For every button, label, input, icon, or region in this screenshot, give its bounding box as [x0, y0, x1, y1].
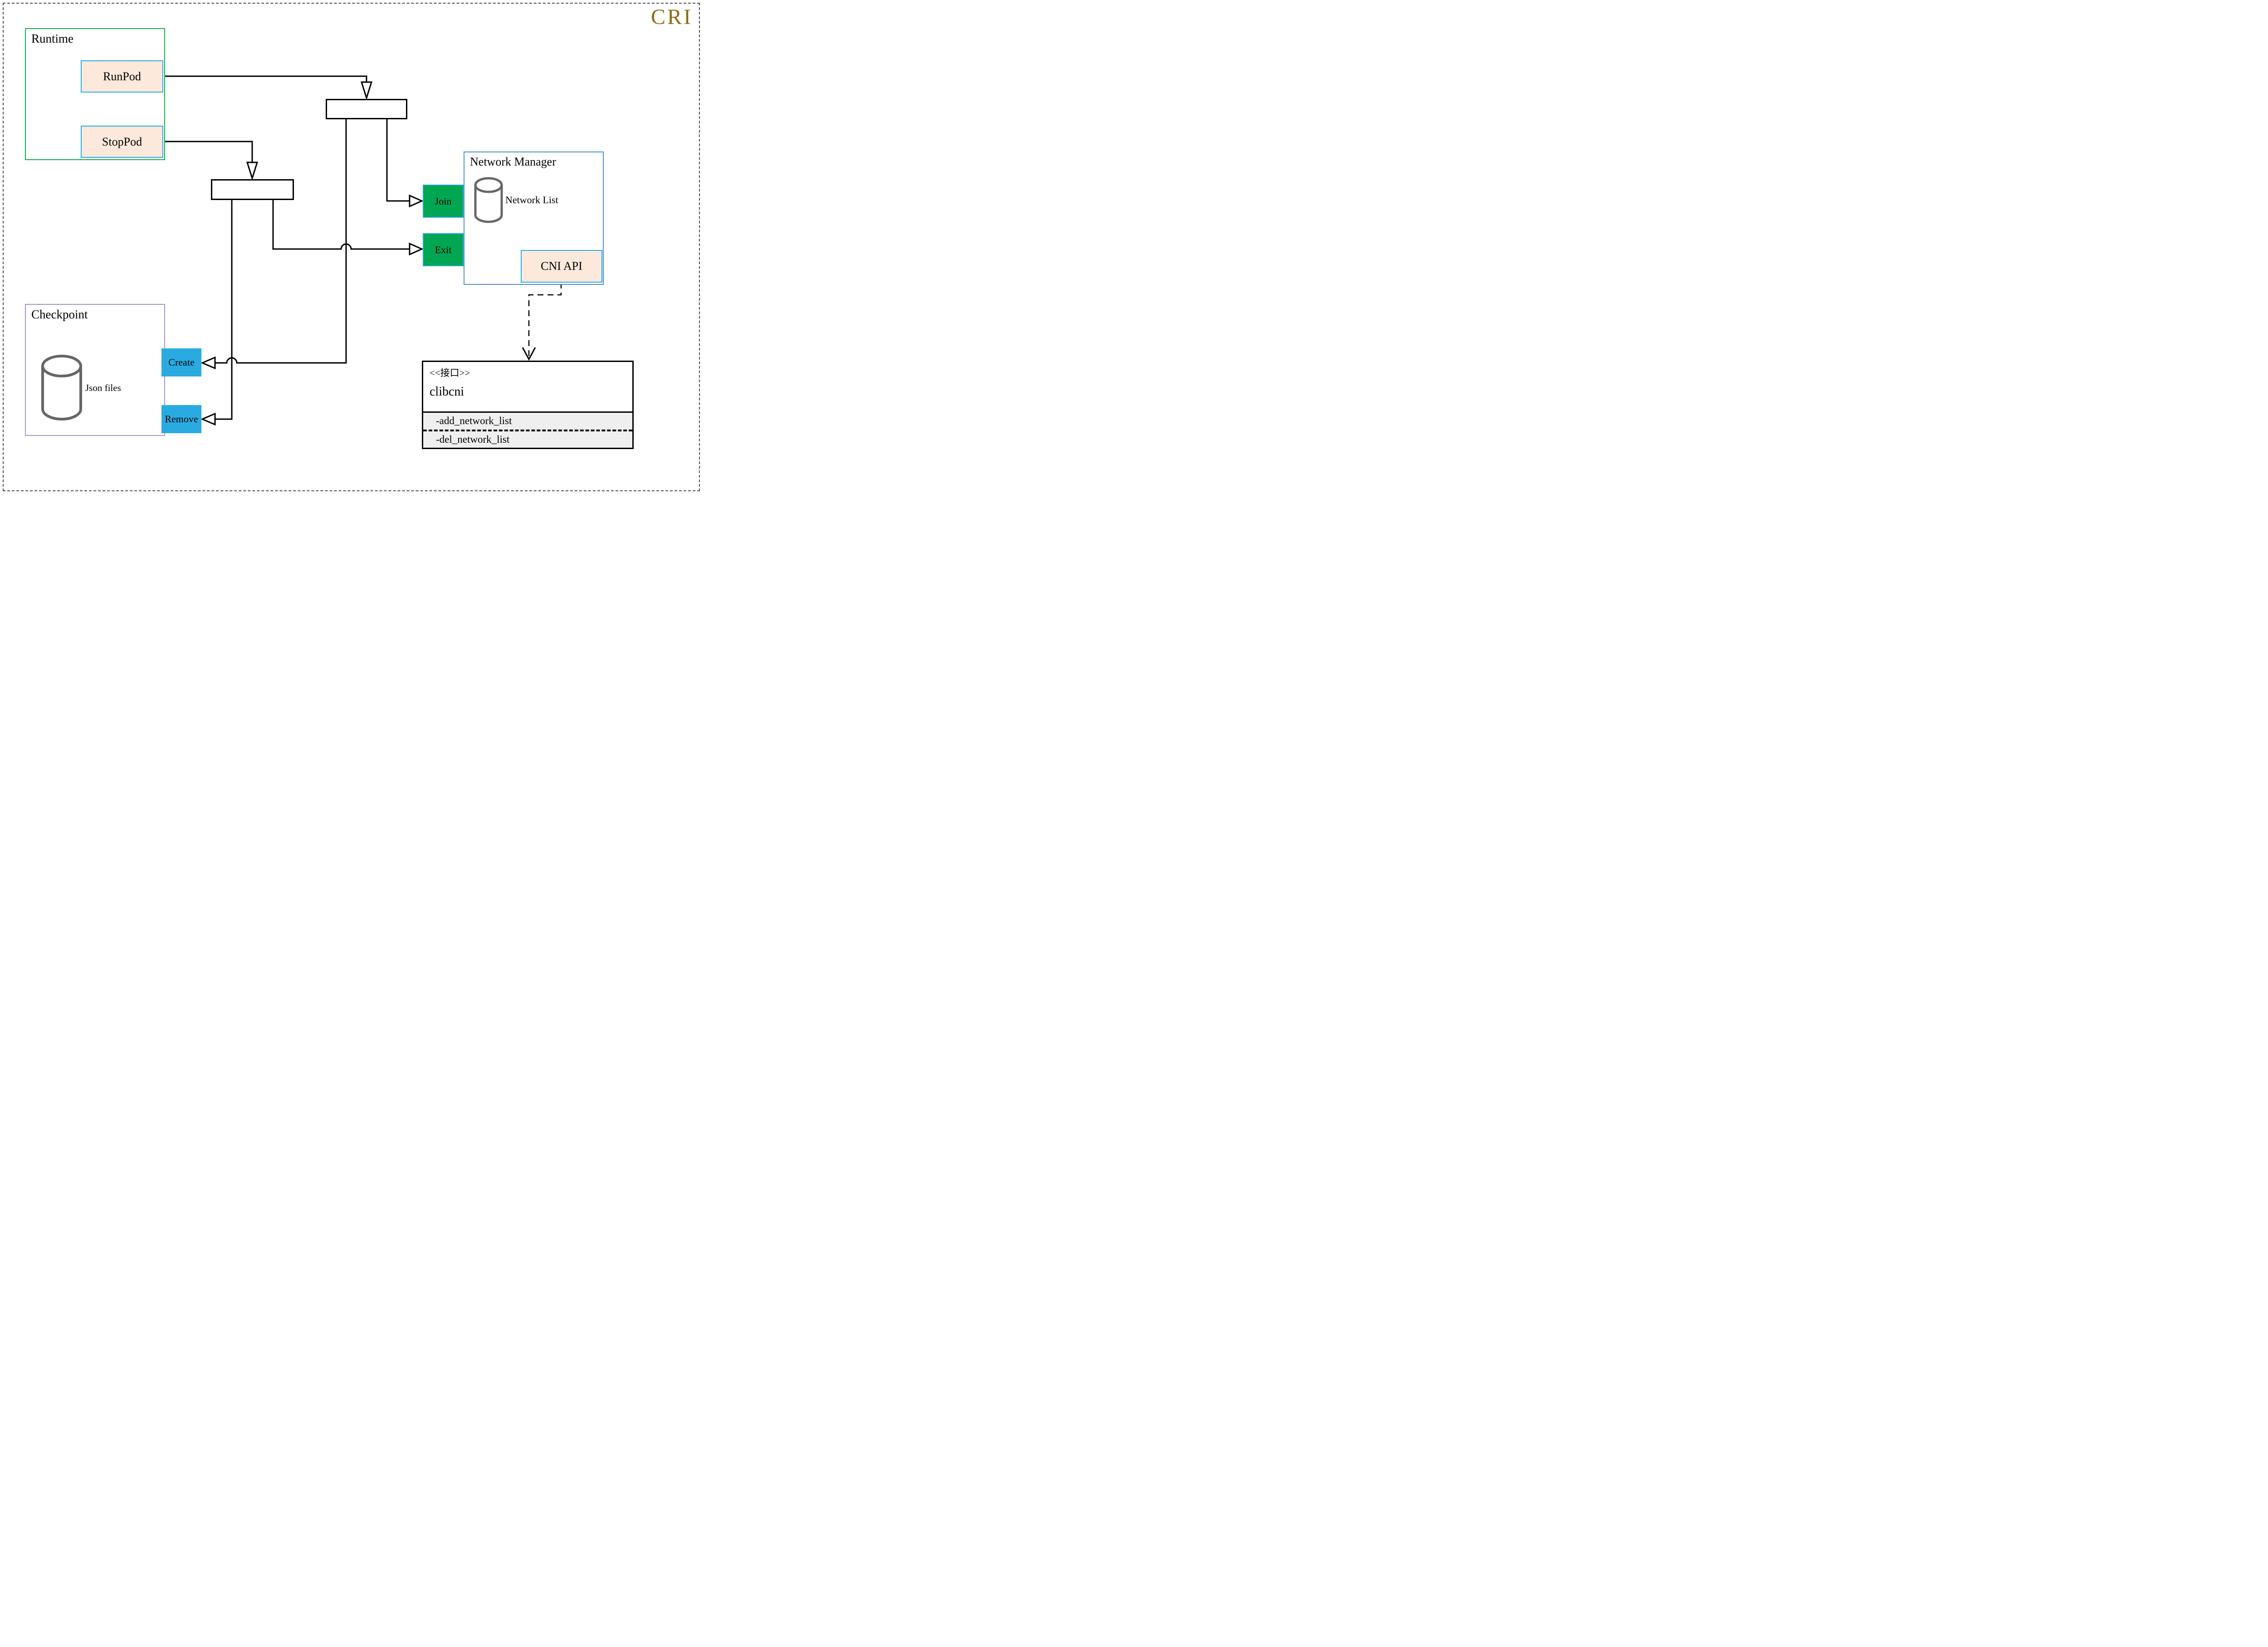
network-list-label: Network List [505, 194, 558, 205]
json-files-label: Json files [85, 382, 121, 393]
arrowhead-into-exit [409, 242, 424, 256]
connector-fork2-remove [215, 200, 233, 420]
connector-runpod-fork1 [163, 75, 367, 83]
dependency-arrowhead [522, 347, 536, 361]
database-icon [474, 177, 503, 223]
cri-label: CRI [650, 5, 693, 29]
cni-api-node: CNI API [521, 250, 602, 283]
stoppod-node: StopPod [81, 126, 163, 158]
runtime-title: Runtime [31, 32, 73, 45]
checkpoint-title: Checkpoint [31, 308, 88, 321]
remove-label: Remove [165, 413, 198, 425]
interface-method: -del_network_list [436, 433, 510, 445]
interface-method: -add_network_list [423, 413, 632, 431]
stoppod-label: StopPod [102, 135, 142, 148]
connector-fork1-create [215, 119, 347, 364]
remove-node: Remove [161, 405, 201, 433]
arrowhead-into-create [200, 356, 216, 370]
connector-stoppod-fork2 [163, 141, 253, 163]
interface-methods-section: -add_network_list -del_network_list [423, 411, 632, 448]
connector-fork2-exit [272, 200, 410, 250]
arrowhead-into-join [409, 194, 424, 208]
cni-api-label: CNI API [541, 259, 582, 273]
runpod-node: RunPod [81, 60, 163, 93]
join-label: Join [435, 195, 452, 207]
runpod-label: RunPod [103, 69, 141, 83]
clibcni-interface-box: <<接口>> clibcni -add_network_list -del_ne… [422, 361, 634, 449]
database-icon [41, 355, 82, 420]
connector-cni-clibcni [528, 283, 562, 357]
interface-name: clibcni [430, 385, 464, 399]
create-label: Create [168, 357, 195, 368]
exit-node: Exit [423, 233, 464, 266]
arrowhead-into-remove [200, 412, 216, 426]
interface-stereotype: <<接口>> [430, 367, 470, 378]
diagram-canvas: CRI Runtime [0, 0, 703, 494]
fork-bar-1 [326, 99, 407, 119]
network-manager-title: Network Manager [470, 155, 556, 168]
interface-header: <<接口>> clibcni [423, 362, 632, 411]
join-node: Join [423, 185, 464, 218]
create-node: Create [161, 348, 201, 376]
connector-fork1-join [386, 119, 410, 202]
fork-bar-2 [211, 179, 294, 200]
exit-label: Exit [435, 244, 452, 255]
arrowhead-into-fork2 [246, 161, 259, 181]
arrowhead-into-fork1 [360, 81, 373, 101]
